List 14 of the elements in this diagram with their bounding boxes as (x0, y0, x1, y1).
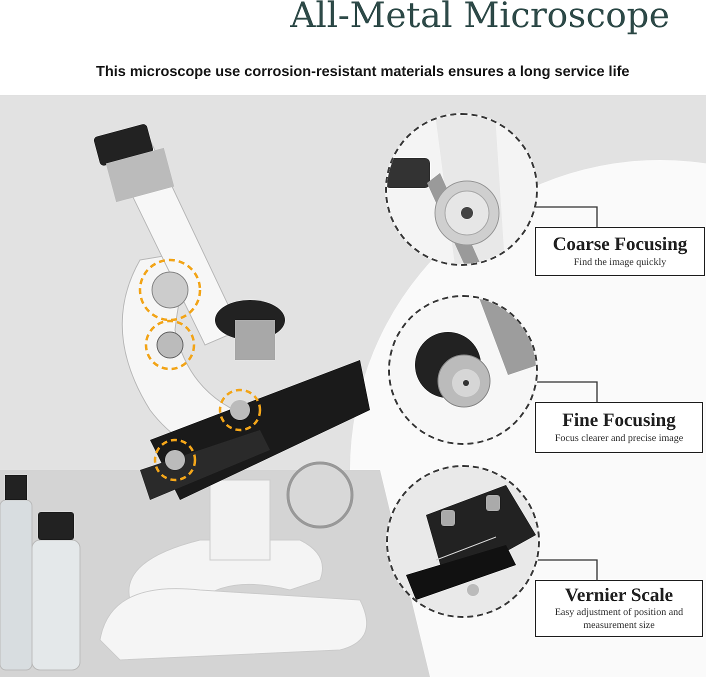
callout-box (535, 227, 705, 276)
callout-description: Focus clearer and precise image (554, 432, 684, 445)
callout-heading: Fine Focusing (562, 410, 676, 432)
subtitle: This microscope use corrosion-resistant materials ensures a long service life (96, 64, 630, 80)
callout-box (535, 402, 703, 453)
leader-line (536, 206, 598, 227)
title: All-Metal Microscope (289, 0, 671, 36)
leader-line (537, 381, 598, 402)
callout-description: Easy adjustment of position and measurement size (554, 606, 684, 632)
callout-description: Find the image quickly (574, 256, 666, 269)
callout-box (535, 580, 703, 637)
callout-heading: Coarse Focusing (552, 234, 688, 256)
leader-line (538, 559, 598, 580)
callout-heading: Vernier Scale (564, 584, 674, 606)
